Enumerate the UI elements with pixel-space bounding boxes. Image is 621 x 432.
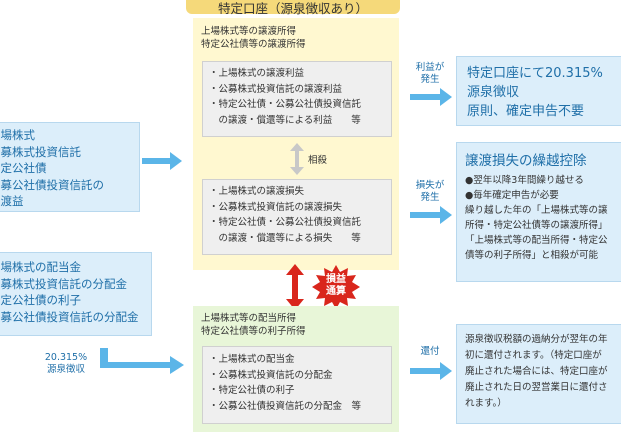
badge-text: 通算	[326, 286, 346, 297]
offset-label: 相殺	[308, 155, 328, 166]
list-item: 公募株式投資信託の分配金	[0, 276, 127, 291]
dividend-heading: 上場株式等の配当所得 特定公社債等の利子所得	[201, 312, 306, 338]
list-item: 特定公社債の利子	[0, 293, 81, 307]
list-item: の譲渡・償還等による損失 等	[209, 232, 361, 244]
body-line: 「上場株式等の配当所得・特定公	[465, 235, 608, 246]
body-line: 債等の利子所得」と相殺が可能	[465, 250, 599, 261]
result-line: 特定口座にて20.315%	[467, 66, 603, 81]
list-item: 上場株式	[0, 128, 35, 142]
result-line: 原則、確定申告不要	[467, 104, 585, 119]
list-item: ・公募株式投資信託の譲渡損失	[209, 201, 343, 213]
list-item: ・上場株式の譲渡利益	[209, 68, 305, 79]
arrow-right-icon	[410, 362, 452, 380]
body-line: れます。）	[465, 398, 507, 409]
loss-carryforward-box: 譲渡損失の繰越控除 ●翌年以降3年間繰り越せる ●毎年確定申告が必要 繰り越した…	[456, 142, 621, 282]
list-item: の譲渡・償還等による利益 等	[209, 114, 361, 126]
list-item: ・特定公社債の利子	[209, 385, 295, 396]
transfer-heading: 上場株式等の譲渡所得 特定公社債等の譲渡所得	[201, 25, 306, 51]
list-item: 譲渡益	[0, 194, 24, 208]
list-item: ・上場株式の譲渡損失	[209, 186, 305, 197]
refund-label: 還付	[420, 346, 440, 357]
bullet-item: ●毎年確定申告が必要	[465, 190, 559, 201]
label-line: 損失が	[415, 180, 445, 191]
netting-arrow-icon	[286, 264, 304, 310]
tax-label: 源泉徴収	[46, 364, 85, 375]
badge-text: 損益	[326, 274, 346, 285]
securities-box: 上場株式 公募株式投資信託 特定公社債 公募公社債投資信託の 譲渡益	[0, 122, 140, 212]
body-line: 初に還付されます。（特定口座が	[465, 350, 602, 361]
result-line: 源泉徴収	[467, 85, 520, 100]
dividends-box: 上場株式の配当金 公募株式投資信託の分配金 特定公社債の利子 公募公社債投資信託…	[0, 252, 152, 336]
arrow-right-icon	[410, 88, 452, 106]
withholding-result-box: 特定口座にて20.315% 源泉徴収 原則、確定申告不要	[456, 56, 621, 126]
body-line: 繰り越した年の「上場株式等の譲	[465, 205, 608, 216]
loss-label: 損失が 発生	[406, 180, 454, 204]
body-line: 廃止された日の翌営業日に還付さ	[465, 382, 608, 393]
elbow-arrow-icon	[100, 348, 184, 376]
list-item: ・特定公社債・公募公社債投資信託	[209, 99, 362, 110]
list-item: 公募公社債投資信託の	[0, 177, 104, 192]
list-item: ・上場株式の配当金	[209, 354, 295, 365]
list-item: 公募公社債投資信託の分配金	[0, 309, 139, 324]
gains-box: ・上場株式の譲渡利益 ・公募株式投資信託の譲渡利益 ・特定公社債・公募公社債投資…	[202, 61, 392, 137]
refund-box: 源泉徴収税額の過納分が翌年の年 初に還付されます。（特定口座が 廃止された場合に…	[456, 324, 621, 424]
list-item: 上場株式の配当金	[0, 260, 81, 274]
heading-line: 特定公社債等の利子所得	[201, 326, 306, 337]
body-line: 廃止された場合には、特定口座が	[465, 366, 608, 377]
offset-arrow-icon	[290, 143, 304, 175]
bullet-item: ●翌年以降3年間繰り越せる	[465, 175, 584, 186]
list-item: 公募株式投資信託	[0, 144, 81, 159]
label-line: 利益が	[415, 62, 445, 73]
tax-rate: 20.315%	[44, 352, 88, 363]
losses-box: ・上場株式の譲渡損失 ・公募株式投資信託の譲渡損失 ・特定公社債・公募公社債投資…	[202, 179, 392, 255]
body-line: 所得・特定公社債等の譲渡所得」	[465, 220, 608, 231]
list-item: ・公募公社債投資信託の分配金 等	[209, 400, 362, 412]
profit-label: 利益が 発生	[406, 62, 454, 86]
carryforward-title: 譲渡損失の繰越控除	[465, 153, 587, 169]
arrow-right-icon	[410, 206, 452, 224]
header-title: 特定口座（源泉徴収あり）	[217, 1, 368, 16]
withholding-label: 20.315% 源泉徴収	[34, 352, 98, 376]
body-line: 源泉徴収税額の過納分が翌年の年	[465, 334, 608, 345]
heading-line: 上場株式等の配当所得	[201, 313, 297, 324]
netting-badge: 損益 通算	[312, 265, 360, 309]
heading-line: 特定公社債等の譲渡所得	[201, 39, 306, 50]
label-line: 発生	[420, 192, 440, 203]
header-tab: 特定口座（源泉徴収あり）	[186, 0, 400, 16]
list-item: ・特定公社債・公募公社債投資信託	[209, 217, 362, 228]
heading-line: 上場株式等の譲渡所得	[201, 26, 297, 37]
list-item: ・公募株式投資信託の分配金	[209, 369, 333, 381]
arrow-right-icon	[142, 152, 182, 170]
dividend-box: ・上場株式の配当金 ・公募株式投資信託の分配金 ・特定公社債の利子 ・公募公社債…	[202, 346, 392, 424]
list-item: 特定公社債	[0, 161, 47, 175]
list-item: ・公募株式投資信託の譲渡利益	[209, 83, 343, 95]
label-line: 発生	[420, 74, 440, 85]
